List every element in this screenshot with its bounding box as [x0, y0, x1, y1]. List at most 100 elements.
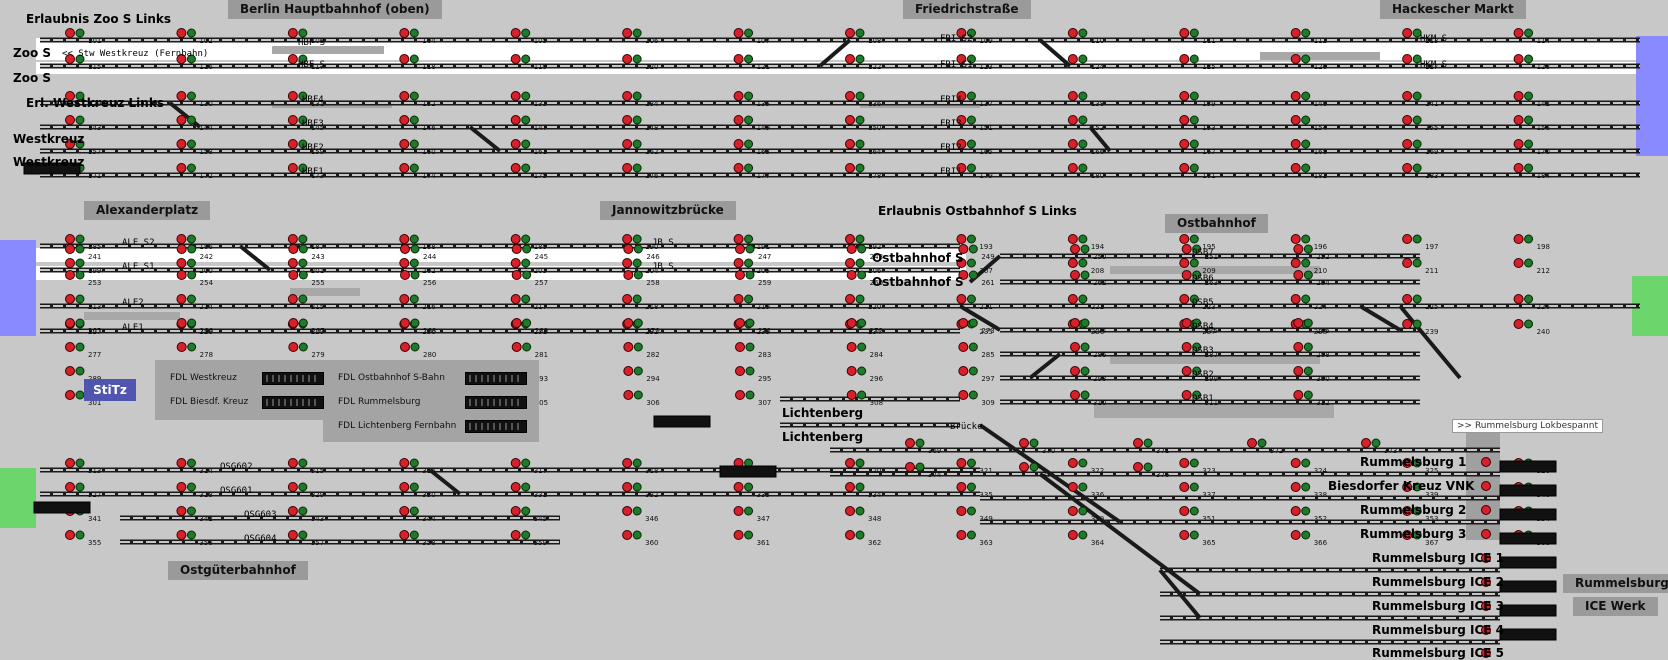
signal-red-lamp[interactable]	[1019, 462, 1029, 472]
signal-red-lamp[interactable]	[622, 54, 633, 64]
signal-red-lamp[interactable]	[1290, 28, 1301, 38]
signal-green-lamp[interactable]	[409, 54, 419, 64]
signal-red-lamp[interactable]	[1070, 244, 1080, 254]
signal-green-lamp[interactable]	[966, 458, 976, 468]
signal-red-lamp[interactable]	[287, 163, 298, 173]
signal-green-lamp[interactable]	[632, 139, 642, 149]
end-signal-lamp[interactable]	[1481, 601, 1491, 611]
signal-red-lamp[interactable]	[1402, 482, 1413, 492]
signal-green-lamp[interactable]	[1524, 28, 1534, 38]
signal-red-lamp[interactable]	[511, 318, 522, 328]
signal-red-lamp[interactable]	[176, 244, 187, 254]
signal-green-lamp[interactable]	[521, 54, 531, 64]
signal-red-lamp[interactable]	[1133, 438, 1143, 448]
signal-green-lamp[interactable]	[186, 115, 196, 125]
signal-red-lamp[interactable]	[1067, 258, 1078, 268]
signal-green-lamp[interactable]	[409, 28, 419, 38]
signal-green-lamp[interactable]	[75, 234, 85, 244]
signal-green-lamp[interactable]	[966, 482, 976, 492]
signal-green-lamp[interactable]	[968, 318, 978, 328]
signal-red-lamp[interactable]	[287, 28, 298, 38]
signal-red-lamp[interactable]	[176, 530, 187, 540]
fdl-rummelsburg-display[interactable]	[465, 396, 527, 409]
signal-red-lamp[interactable]	[400, 270, 410, 280]
signal-red-lamp[interactable]	[1513, 139, 1524, 149]
signal-red-lamp[interactable]	[622, 28, 633, 38]
signal-red-lamp[interactable]	[1067, 458, 1078, 468]
signal-red-lamp[interactable]	[1402, 139, 1413, 149]
signal-green-lamp[interactable]	[1143, 438, 1153, 448]
signal-red-lamp[interactable]	[65, 318, 75, 328]
signal-green-lamp[interactable]	[1524, 258, 1534, 268]
signal-green-lamp[interactable]	[1412, 530, 1422, 540]
signal-red-lamp[interactable]	[1067, 163, 1078, 173]
signal-red-lamp[interactable]	[1290, 294, 1301, 304]
signal-red-lamp[interactable]	[1070, 318, 1080, 328]
signal-red-lamp[interactable]	[176, 342, 187, 352]
counter-display[interactable]	[653, 415, 711, 428]
signal-red-lamp[interactable]	[1361, 438, 1371, 448]
signal-green-lamp[interactable]	[633, 390, 643, 400]
signal-red-lamp[interactable]	[1181, 270, 1192, 280]
signal-green-lamp[interactable]	[521, 28, 531, 38]
signal-red-lamp[interactable]	[956, 28, 967, 38]
signal-green-lamp[interactable]	[1412, 506, 1422, 516]
signal-red-lamp[interactable]	[1402, 294, 1413, 304]
signal-red-lamp[interactable]	[511, 270, 522, 280]
signal-red-lamp[interactable]	[176, 163, 187, 173]
signal-green-lamp[interactable]	[968, 270, 978, 280]
signal-green-lamp[interactable]	[633, 244, 643, 254]
signal-red-lamp[interactable]	[958, 366, 969, 376]
signal-green-lamp[interactable]	[857, 342, 867, 352]
signal-red-lamp[interactable]	[1513, 54, 1524, 64]
signal-green-lamp[interactable]	[75, 342, 85, 352]
signal-green-lamp[interactable]	[298, 258, 308, 268]
signal-green-lamp[interactable]	[1080, 244, 1090, 254]
signal-red-lamp[interactable]	[1293, 244, 1304, 254]
signal-red-lamp[interactable]	[956, 506, 967, 516]
signal-green-lamp[interactable]	[75, 115, 85, 125]
signal-green-lamp[interactable]	[1192, 366, 1202, 376]
signal-red-lamp[interactable]	[288, 270, 299, 280]
signal-green-lamp[interactable]	[409, 115, 419, 125]
signal-green-lamp[interactable]	[1524, 163, 1534, 173]
signal-green-lamp[interactable]	[410, 342, 420, 352]
signal-red-lamp[interactable]	[65, 115, 75, 125]
signal-red-lamp[interactable]	[399, 163, 410, 173]
signal-red-lamp[interactable]	[399, 294, 410, 304]
signal-green-lamp[interactable]	[409, 139, 419, 149]
signal-green-lamp[interactable]	[298, 458, 308, 468]
signal-red-lamp[interactable]	[1402, 458, 1413, 468]
signal-red-lamp[interactable]	[958, 342, 969, 352]
signal-red-lamp[interactable]	[846, 318, 857, 328]
signal-red-lamp[interactable]	[1179, 530, 1190, 540]
signal-green-lamp[interactable]	[1301, 28, 1311, 38]
signal-green-lamp[interactable]	[522, 244, 532, 254]
signal-red-lamp[interactable]	[1067, 506, 1078, 516]
signal-red-lamp[interactable]	[287, 506, 298, 516]
counter-display[interactable]	[1499, 628, 1557, 641]
signal-green-lamp[interactable]	[1189, 115, 1199, 125]
signal-red-lamp[interactable]	[400, 318, 410, 328]
signal-red-lamp[interactable]	[958, 390, 969, 400]
signal-green-lamp[interactable]	[915, 462, 925, 472]
counter-display[interactable]	[1499, 580, 1557, 593]
signal-red-lamp[interactable]	[1402, 163, 1413, 173]
signal-red-lamp[interactable]	[1133, 462, 1143, 472]
signal-red-lamp[interactable]	[1290, 163, 1301, 173]
end-signal-lamp[interactable]	[1481, 505, 1491, 515]
counter-display[interactable]	[1499, 604, 1557, 617]
signal-green-lamp[interactable]	[633, 318, 643, 328]
signal-red-lamp[interactable]	[287, 115, 298, 125]
signal-red-lamp[interactable]	[400, 342, 410, 352]
signal-green-lamp[interactable]	[298, 91, 308, 101]
signal-red-lamp[interactable]	[65, 244, 75, 254]
signal-red-lamp[interactable]	[846, 342, 857, 352]
signal-green-lamp[interactable]	[521, 91, 531, 101]
signal-red-lamp[interactable]	[287, 258, 298, 268]
signal-red-lamp[interactable]	[846, 366, 857, 376]
signal-green-lamp[interactable]	[744, 294, 754, 304]
signal-green-lamp[interactable]	[1412, 115, 1422, 125]
signal-red-lamp[interactable]	[845, 91, 855, 101]
signal-green-lamp[interactable]	[855, 506, 865, 516]
